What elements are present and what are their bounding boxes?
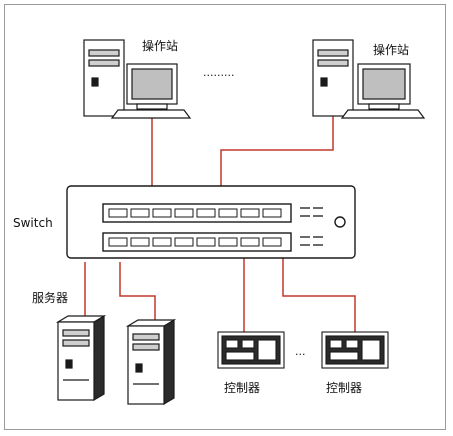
controller-left xyxy=(217,331,285,369)
link-server-right xyxy=(119,262,156,322)
server-left-drive xyxy=(62,329,90,337)
server-right-drive-2 xyxy=(132,343,160,351)
server-right-side xyxy=(163,318,175,406)
switch-port xyxy=(174,208,194,218)
workstation-left-slot xyxy=(91,77,99,87)
workstation-right-slot xyxy=(320,77,328,87)
workstation-right xyxy=(312,39,426,119)
switch-device xyxy=(66,185,356,259)
workstation-right-screen xyxy=(362,68,406,100)
controller-left-module-3 xyxy=(257,339,277,361)
switch-port xyxy=(108,237,128,247)
switch-port xyxy=(130,237,150,247)
server-left-drive-2 xyxy=(62,339,90,347)
controller-right-label: 控制器 xyxy=(326,381,362,395)
diagram-frame xyxy=(4,4,446,430)
server-left-slot xyxy=(65,359,73,369)
controller-left-module-4 xyxy=(225,351,255,361)
switch-port xyxy=(174,237,194,247)
controller-left-module-2 xyxy=(241,339,255,349)
switch-port xyxy=(108,208,128,218)
switch-port xyxy=(130,208,150,218)
switch-port xyxy=(218,208,238,218)
workstation-right-drive-2 xyxy=(317,59,349,67)
link-workstation-right xyxy=(220,112,334,186)
switch-ports-top xyxy=(108,208,282,218)
switch-power-indicator xyxy=(334,216,346,228)
switch-port xyxy=(240,208,260,218)
switch-port xyxy=(196,208,216,218)
link-controller-right xyxy=(282,258,356,332)
switch-status-leds xyxy=(300,207,323,246)
servers-label: 服务器 xyxy=(32,290,68,305)
workstation-left-stand xyxy=(136,103,168,110)
workstation-right-stand xyxy=(368,103,400,110)
controller-ellipsis: ··· xyxy=(295,348,306,361)
workstation-left-drive xyxy=(88,49,120,57)
controller-right-module xyxy=(329,339,343,349)
controller-right-module-3 xyxy=(361,339,381,361)
controller-left-module xyxy=(225,339,239,349)
workstation-left-label: 操作站 xyxy=(142,38,178,53)
switch-port xyxy=(152,208,172,218)
network-links xyxy=(84,108,356,332)
switch-label: Switch xyxy=(13,216,53,230)
workstation-right-label: 操作站 xyxy=(373,42,409,57)
controller-left-label: 控制器 xyxy=(224,381,260,395)
switch-port xyxy=(240,237,260,247)
workstation-left xyxy=(83,39,192,119)
switch-ports-bottom xyxy=(108,237,282,247)
controller-right xyxy=(321,331,389,369)
switch-port xyxy=(262,208,282,218)
controller-right-module-2 xyxy=(345,339,359,349)
workstation-right-drive xyxy=(317,49,349,57)
server-right-slot xyxy=(135,363,143,373)
switch-port xyxy=(262,237,282,247)
controller-right-module-4 xyxy=(329,351,359,361)
workstation-ellipsis: ········· xyxy=(203,69,234,82)
workstation-left-keyboard xyxy=(110,109,192,119)
server-left-side xyxy=(93,314,105,402)
server-right-drive xyxy=(132,333,160,341)
workstation-left-screen xyxy=(131,68,173,100)
server-right xyxy=(125,318,177,406)
workstation-right-keyboard xyxy=(340,109,426,119)
switch-port xyxy=(152,237,172,247)
server-left xyxy=(55,314,107,402)
workstation-left-drive-2 xyxy=(88,59,120,67)
switch-port xyxy=(218,237,238,247)
switch-port xyxy=(196,237,216,247)
